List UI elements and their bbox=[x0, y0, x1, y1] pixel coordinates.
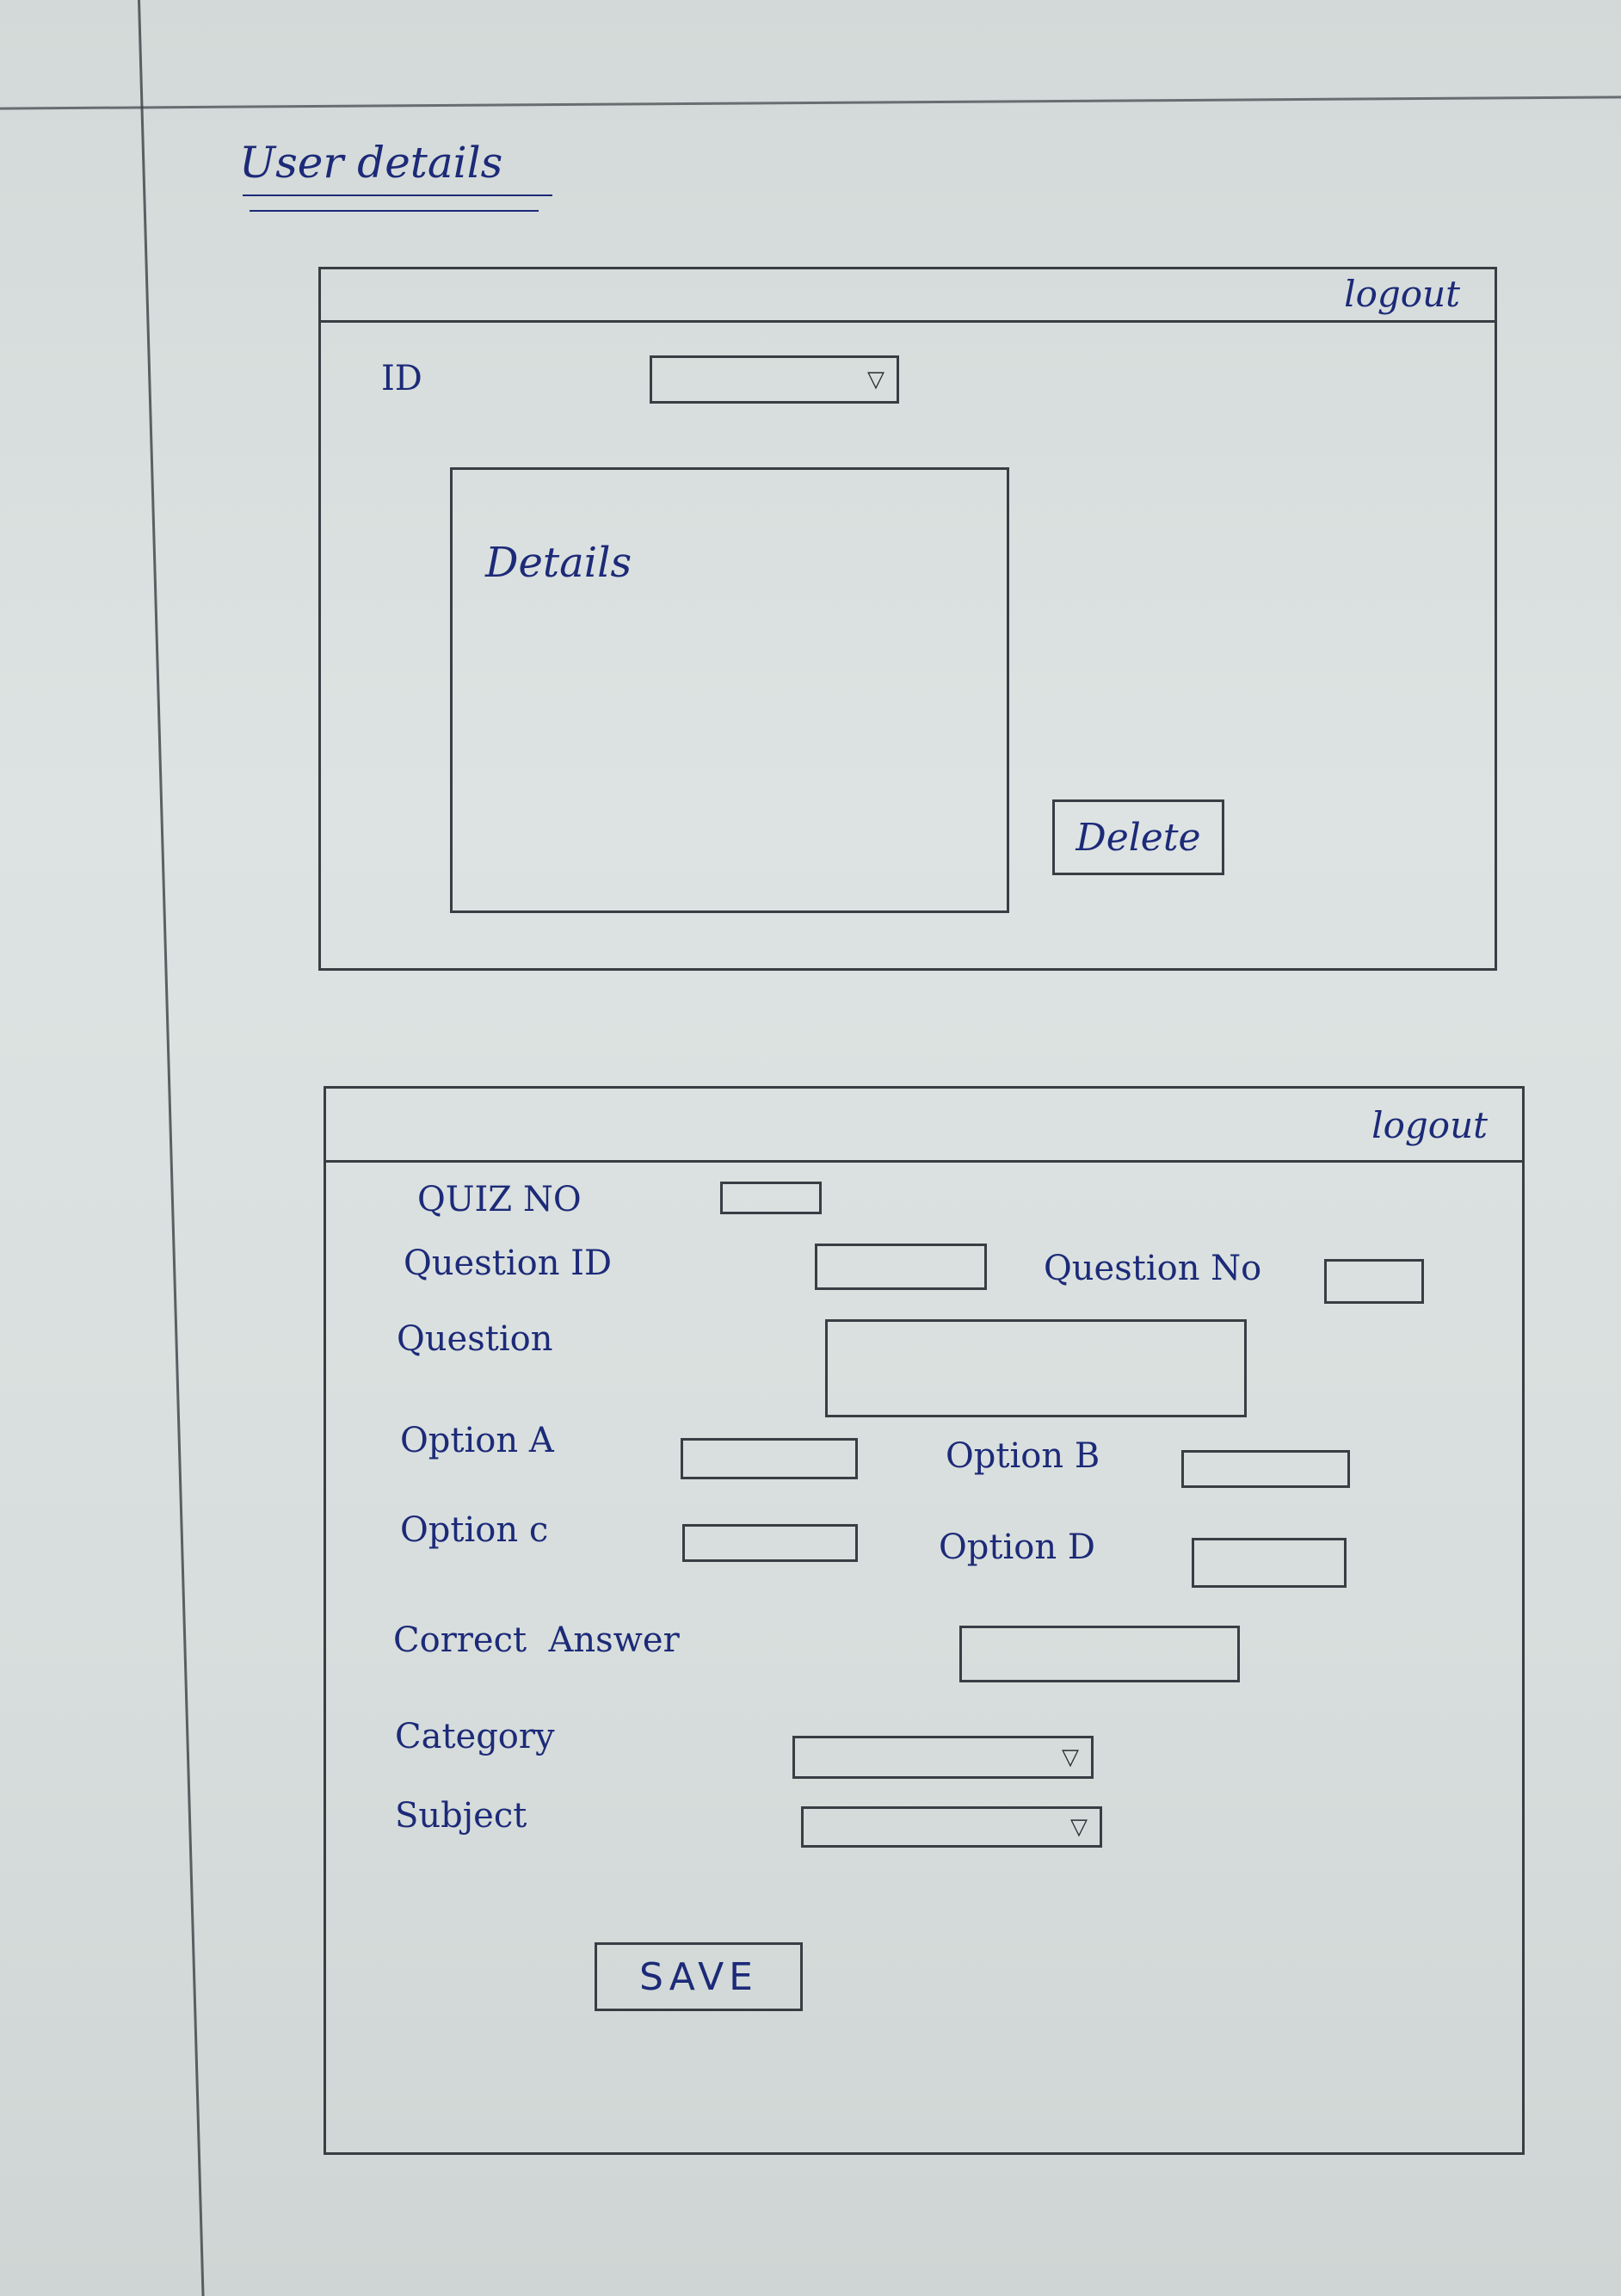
subject-dropdown[interactable]: ▽ bbox=[801, 1806, 1102, 1848]
title-underline-second bbox=[250, 210, 539, 212]
id-label: ID bbox=[381, 359, 422, 398]
question-textarea[interactable] bbox=[825, 1319, 1247, 1417]
correct-answer-label: Correct Answer bbox=[393, 1620, 680, 1660]
logout-link[interactable]: logout bbox=[1371, 1104, 1488, 1146]
question-id-input[interactable] bbox=[815, 1244, 987, 1290]
logout-link[interactable]: logout bbox=[1344, 273, 1460, 315]
option-d-input[interactable] bbox=[1192, 1538, 1347, 1588]
category-dropdown[interactable]: ▽ bbox=[792, 1736, 1094, 1779]
quiz-no-input[interactable] bbox=[720, 1182, 822, 1214]
user-details-header: logout bbox=[321, 269, 1495, 323]
question-no-label: Question No bbox=[1044, 1249, 1262, 1288]
option-b-input[interactable] bbox=[1181, 1450, 1350, 1488]
question-no-input[interactable] bbox=[1324, 1259, 1424, 1304]
add-question-screen: logout QUIZ NO Question ID Question No Q… bbox=[324, 1086, 1525, 2155]
title-underline bbox=[243, 194, 552, 196]
chevron-down-icon: ▽ bbox=[867, 367, 884, 392]
category-label: Category bbox=[395, 1717, 555, 1756]
question-label: Question bbox=[397, 1319, 553, 1359]
page-title: User details bbox=[239, 138, 503, 188]
correct-answer-input[interactable] bbox=[959, 1626, 1240, 1682]
quiz-no-label: QUIZ NO bbox=[417, 1180, 582, 1219]
delete-button[interactable]: Delete bbox=[1052, 799, 1224, 875]
id-dropdown[interactable]: ▽ bbox=[650, 355, 899, 404]
option-d-label: Option D bbox=[939, 1528, 1095, 1567]
question-id-label: Question ID bbox=[404, 1244, 613, 1283]
option-b-label: Option B bbox=[946, 1436, 1100, 1476]
chevron-down-icon: ▽ bbox=[1062, 1744, 1079, 1770]
subject-label: Subject bbox=[395, 1796, 527, 1836]
details-panel: Details bbox=[450, 467, 1009, 913]
option-a-label: Option A bbox=[400, 1421, 554, 1460]
option-a-input[interactable] bbox=[681, 1438, 858, 1479]
save-button[interactable]: SAVE bbox=[595, 1942, 803, 2011]
user-details-screen: logout ID ▽ Details Delete bbox=[318, 267, 1497, 971]
details-label: Details bbox=[485, 539, 632, 587]
add-question-header: logout bbox=[326, 1089, 1522, 1163]
option-c-label: Option c bbox=[400, 1510, 549, 1550]
option-c-input[interactable] bbox=[682, 1524, 858, 1562]
chevron-down-icon: ▽ bbox=[1070, 1814, 1088, 1840]
